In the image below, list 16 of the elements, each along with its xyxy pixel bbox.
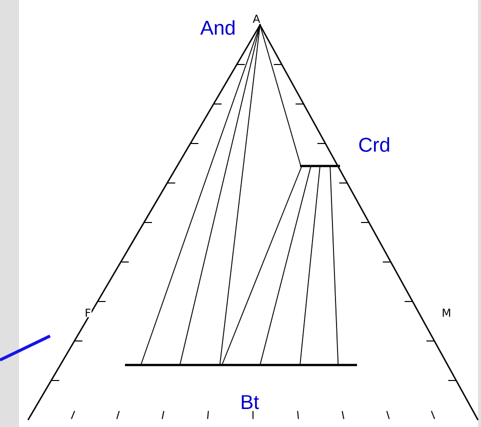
corner-label: A	[252, 14, 261, 24]
tie-line	[260, 166, 312, 366]
tie-line	[219, 26, 260, 366]
phase-label: Bt	[242, 395, 259, 410]
tie-line	[140, 26, 260, 366]
tie-line	[300, 166, 320, 366]
tie-line	[330, 166, 339, 366]
phase-label: Crd	[359, 137, 390, 152]
phase-bar	[125, 364, 357, 366]
phase-bar	[300, 164, 340, 168]
corner-label: F	[84, 308, 92, 318]
tie-line	[179, 26, 260, 366]
tie-line	[260, 26, 302, 166]
corner-label: M	[441, 308, 452, 318]
phase-label: And	[200, 20, 234, 35]
tie-line	[222, 166, 302, 366]
